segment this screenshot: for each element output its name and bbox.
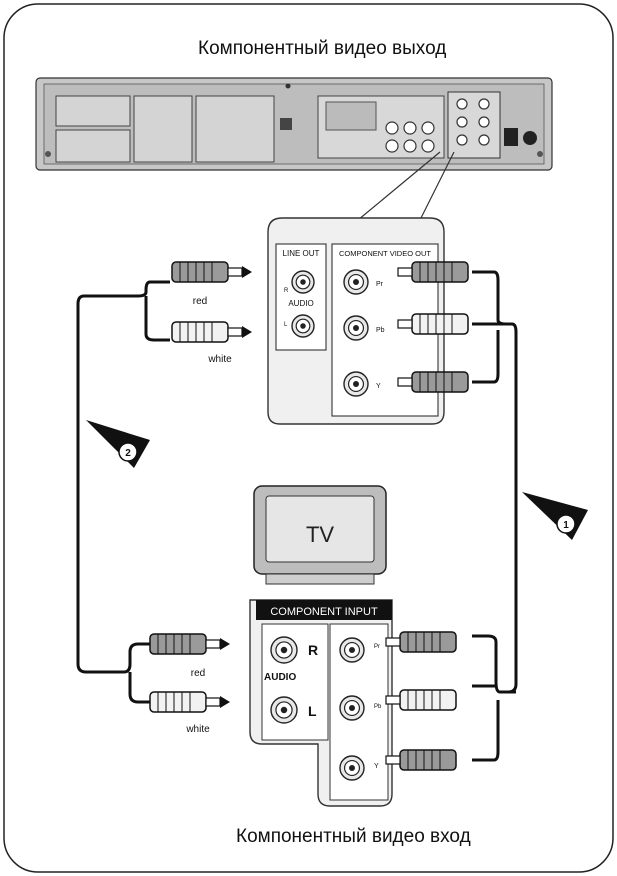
- cable-label-bottom-red: red: [191, 668, 205, 679]
- cable-label-bottom-white: white: [185, 724, 210, 735]
- tv-pr-label: Pr: [374, 644, 380, 650]
- tv-pr-jack: [339, 637, 365, 663]
- step-1-arrow: [522, 492, 588, 540]
- dvd-y-label: Y: [376, 383, 381, 390]
- plug-tv-pb: [385, 689, 457, 711]
- dvd-audio-l-jack: [291, 314, 315, 338]
- dvd-pr-jack: [343, 269, 369, 295]
- dvd-pb-jack: [343, 315, 369, 341]
- diagram-border: [3, 3, 614, 873]
- plug-tv-y: [385, 749, 457, 771]
- dvd-r-label: R: [284, 288, 289, 294]
- dvd-y-jack: [343, 371, 369, 397]
- plug-dvd-y: [397, 371, 469, 393]
- tv-pb-jack: [339, 695, 365, 721]
- plug-dvd-pb: [397, 313, 469, 335]
- plug-dvd-audio-white: [171, 321, 252, 343]
- cable-video-loop: [472, 270, 518, 694]
- tv-label: TV: [306, 522, 334, 547]
- step-2-arrow: [86, 420, 150, 468]
- step-2-number: 2: [125, 448, 131, 459]
- dvd-pb-label: Pb: [376, 327, 385, 334]
- tv-y-label: Y: [374, 763, 379, 770]
- title-component-video-in: Компонентный видео вход: [236, 826, 471, 847]
- step-1-number: 1: [563, 520, 569, 531]
- cable-audio-loop: [76, 280, 170, 674]
- dvd-pr-label: Pr: [376, 281, 384, 288]
- title-component-video-out: Компонентный видео выход: [198, 38, 447, 59]
- plug-dvd-audio-red: [171, 261, 252, 283]
- tv-pb-label: Pb: [374, 704, 382, 710]
- tv-audio-l-jack: [270, 696, 298, 724]
- dvd-line-out-label: LINE OUT: [283, 249, 320, 258]
- dvd-audio-label: AUDIO: [288, 299, 313, 308]
- plug-tv-pr: [385, 631, 457, 653]
- dvd-component-video-out-label: COMPONENT VIDEO OUT: [339, 249, 431, 258]
- tv-l-label: L: [308, 703, 317, 719]
- tv-y-jack: [339, 755, 365, 781]
- dvd-player-rear: [35, 77, 553, 171]
- dvd-l-label: L: [284, 322, 288, 328]
- plug-tv-audio-white: [149, 691, 230, 713]
- tv-audio-label: AUDIO: [264, 672, 296, 683]
- cable-label-top-white: white: [207, 354, 232, 365]
- tv-set: [253, 485, 387, 585]
- tv-r-label: R: [308, 642, 318, 658]
- component-input-label: COMPONENT INPUT: [270, 606, 378, 618]
- cable-label-top-red: red: [193, 296, 207, 307]
- plug-tv-audio-red: [149, 633, 230, 655]
- dvd-audio-r-jack: [291, 270, 315, 294]
- plug-dvd-pr: [397, 261, 469, 283]
- cables: [76, 270, 518, 762]
- tv-audio-r-jack: [270, 636, 298, 664]
